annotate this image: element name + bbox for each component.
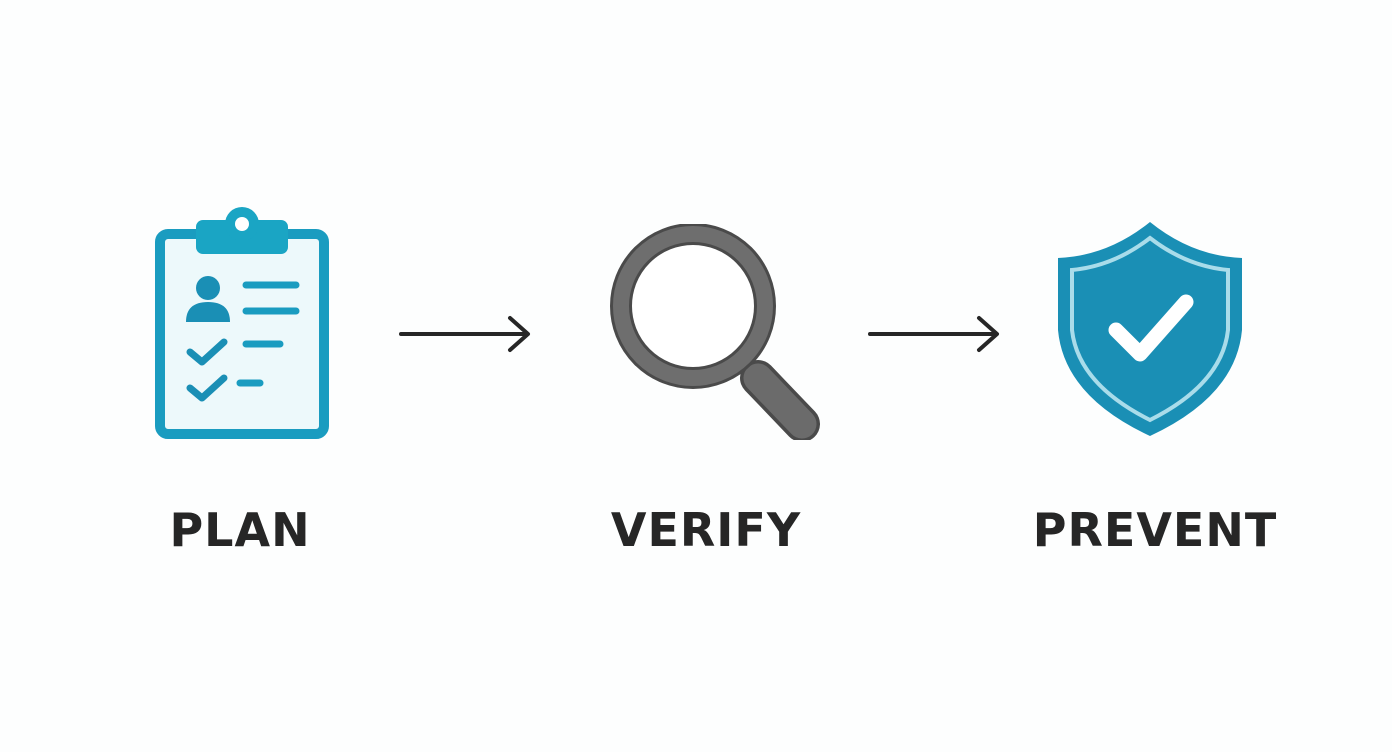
step-label-verify: VERIFY xyxy=(610,503,802,557)
magnifying-glass-icon xyxy=(610,224,820,440)
arrow-right-icon xyxy=(399,316,530,352)
shield-check-icon xyxy=(1058,222,1242,436)
arrow-right-icon xyxy=(868,316,999,352)
step-label-plan: PLAN xyxy=(169,503,311,557)
clipboard-checklist-icon xyxy=(155,207,329,439)
step-label-prevent: PREVENT xyxy=(1032,503,1278,557)
